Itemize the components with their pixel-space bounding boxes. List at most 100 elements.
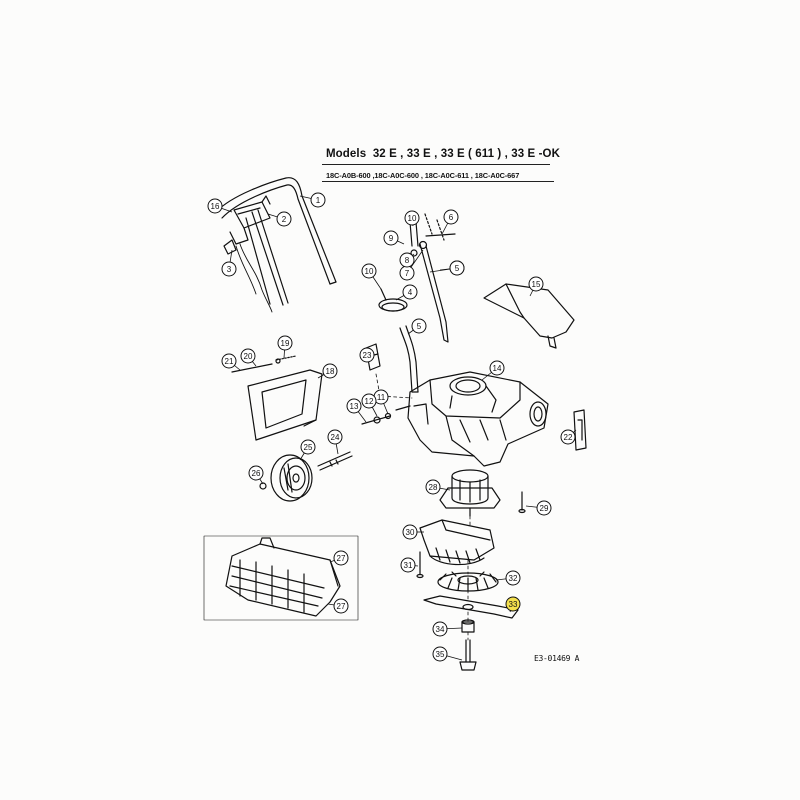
callout-number: 31 bbox=[404, 561, 413, 570]
callout-circle bbox=[221, 261, 237, 277]
callout-5: 5 bbox=[407, 318, 427, 335]
drawing-reference: E3-01469 A bbox=[534, 654, 580, 663]
callout-circle bbox=[310, 192, 326, 208]
callout-circle bbox=[449, 260, 465, 276]
callout-number: 35 bbox=[436, 650, 445, 659]
side-bolts bbox=[361, 405, 411, 425]
callout-number: 4 bbox=[408, 288, 413, 297]
part-numbers-underline bbox=[322, 181, 554, 182]
guide-rail-slot bbox=[577, 419, 583, 441]
wheel-axle bbox=[317, 451, 353, 471]
callout-9: 9 bbox=[383, 230, 405, 246]
blade bbox=[423, 595, 519, 619]
callout-34: 34 bbox=[432, 621, 463, 637]
callout-2: 2 bbox=[267, 211, 292, 227]
callout-29: 29 bbox=[525, 500, 552, 516]
callout-20: 20 bbox=[240, 348, 257, 367]
models-list: 32 E , 33 E , 33 E ( 611 ) , 33 E -OK bbox=[372, 148, 560, 160]
callout-number: 16 bbox=[211, 202, 220, 211]
rear-flap bbox=[247, 369, 323, 441]
callout-circle bbox=[276, 211, 292, 227]
callout-number: 7 bbox=[405, 269, 410, 278]
callout-circle bbox=[383, 230, 399, 246]
motor-screw bbox=[518, 491, 526, 514]
callout-circle bbox=[361, 393, 377, 409]
callout-number: 10 bbox=[408, 214, 417, 223]
callout-number: 23 bbox=[363, 351, 372, 360]
cable-clip bbox=[223, 239, 237, 255]
cable-ring bbox=[378, 288, 408, 312]
callout-10: 10 bbox=[361, 263, 382, 290]
callout-circle bbox=[505, 570, 521, 586]
callout-8: 8 bbox=[399, 252, 415, 268]
callout-number: 26 bbox=[252, 469, 261, 478]
callout-number: 14 bbox=[493, 364, 502, 373]
callout-circle bbox=[300, 439, 316, 455]
callout-number: 15 bbox=[532, 280, 541, 289]
callout-number: 12 bbox=[365, 397, 374, 406]
callout-number: 8 bbox=[405, 256, 410, 265]
callout-circle bbox=[560, 429, 576, 445]
callout-circle bbox=[402, 284, 418, 300]
callout-27: 27 bbox=[329, 550, 349, 566]
callout-number: 9 bbox=[389, 234, 394, 243]
callout-circle bbox=[432, 621, 448, 637]
callout-4: 4 bbox=[395, 284, 418, 301]
callout-number: 10 bbox=[365, 267, 374, 276]
callout-circle bbox=[346, 398, 362, 414]
callout-15: 15 bbox=[528, 276, 544, 297]
housing-screw bbox=[416, 551, 424, 579]
callout-number: 21 bbox=[225, 357, 234, 366]
callout-number: 6 bbox=[449, 213, 454, 222]
callout-number: 34 bbox=[436, 625, 445, 634]
callout-circle bbox=[402, 524, 418, 540]
callout-24: 24 bbox=[327, 429, 343, 455]
callout-31: 31 bbox=[400, 557, 419, 573]
callout-28: 28 bbox=[425, 479, 451, 495]
callout-circle bbox=[411, 318, 427, 334]
callout-35: 35 bbox=[432, 646, 463, 662]
callout-circle bbox=[207, 198, 223, 214]
callout-circle bbox=[221, 353, 237, 369]
callout-number: 1 bbox=[316, 196, 321, 205]
callout-number: 20 bbox=[244, 352, 253, 361]
callout-18: 18 bbox=[317, 363, 338, 379]
grass-box-frame bbox=[203, 535, 359, 621]
mower-housing bbox=[407, 371, 549, 467]
callout-10: 10 bbox=[404, 210, 420, 227]
callout-number: 27 bbox=[337, 554, 346, 563]
callout-circle bbox=[432, 646, 448, 662]
callout-number: 33 bbox=[509, 600, 518, 609]
callout-circle bbox=[400, 557, 416, 573]
callout-circle bbox=[240, 348, 256, 364]
motor bbox=[439, 469, 501, 517]
callout-number: 24 bbox=[331, 433, 340, 442]
callout-6: 6 bbox=[441, 209, 459, 235]
deflector-flap bbox=[483, 283, 575, 349]
callout-circle bbox=[404, 210, 420, 226]
header-underline bbox=[322, 164, 550, 165]
callout-3: 3 bbox=[221, 249, 237, 277]
cable bbox=[239, 243, 273, 313]
fan-housing bbox=[419, 519, 495, 566]
callout-circle bbox=[322, 363, 338, 379]
callout-circle bbox=[248, 465, 264, 481]
callout-circle bbox=[277, 335, 293, 351]
callout-number: 2 bbox=[282, 215, 287, 224]
callout-circle bbox=[333, 598, 349, 614]
callout-number: 32 bbox=[509, 574, 518, 583]
callout-circle bbox=[327, 429, 343, 445]
blade-hub bbox=[461, 619, 475, 633]
cable-2 bbox=[235, 245, 257, 295]
callout-circle bbox=[361, 263, 377, 279]
callout-number: 29 bbox=[540, 504, 549, 513]
fan bbox=[437, 571, 499, 592]
callout-circle bbox=[443, 209, 459, 225]
wheel bbox=[259, 454, 313, 502]
callout-number: 25 bbox=[304, 443, 313, 452]
callout-19: 19 bbox=[277, 335, 293, 359]
callout-number: 28 bbox=[429, 483, 438, 492]
callout-number: 5 bbox=[417, 322, 422, 331]
callout-number: 3 bbox=[227, 265, 232, 274]
